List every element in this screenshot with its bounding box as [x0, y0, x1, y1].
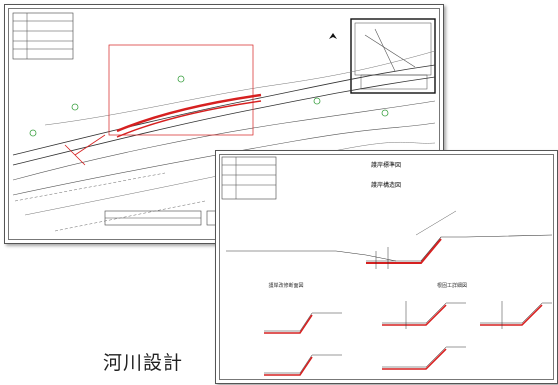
caption-text: 河川設計 — [103, 352, 184, 374]
sheet-subtitle: 護岸標準図 — [371, 161, 401, 169]
sheet-title: 護岸構造図 — [371, 181, 401, 189]
river-plan-drawing — [12, 12, 436, 232]
drawing-sheet-structure: 護岸標準図 護岸構造図 護岸改修断面図 根固工詳細図 — [215, 150, 558, 384]
structure-drawing: 護岸標準図 護岸構造図 護岸改修断面図 根固工詳細図 — [221, 156, 553, 376]
section-right-label: 根固工詳細図 — [437, 282, 467, 289]
section-left-label: 護岸改修断面図 — [268, 282, 303, 289]
